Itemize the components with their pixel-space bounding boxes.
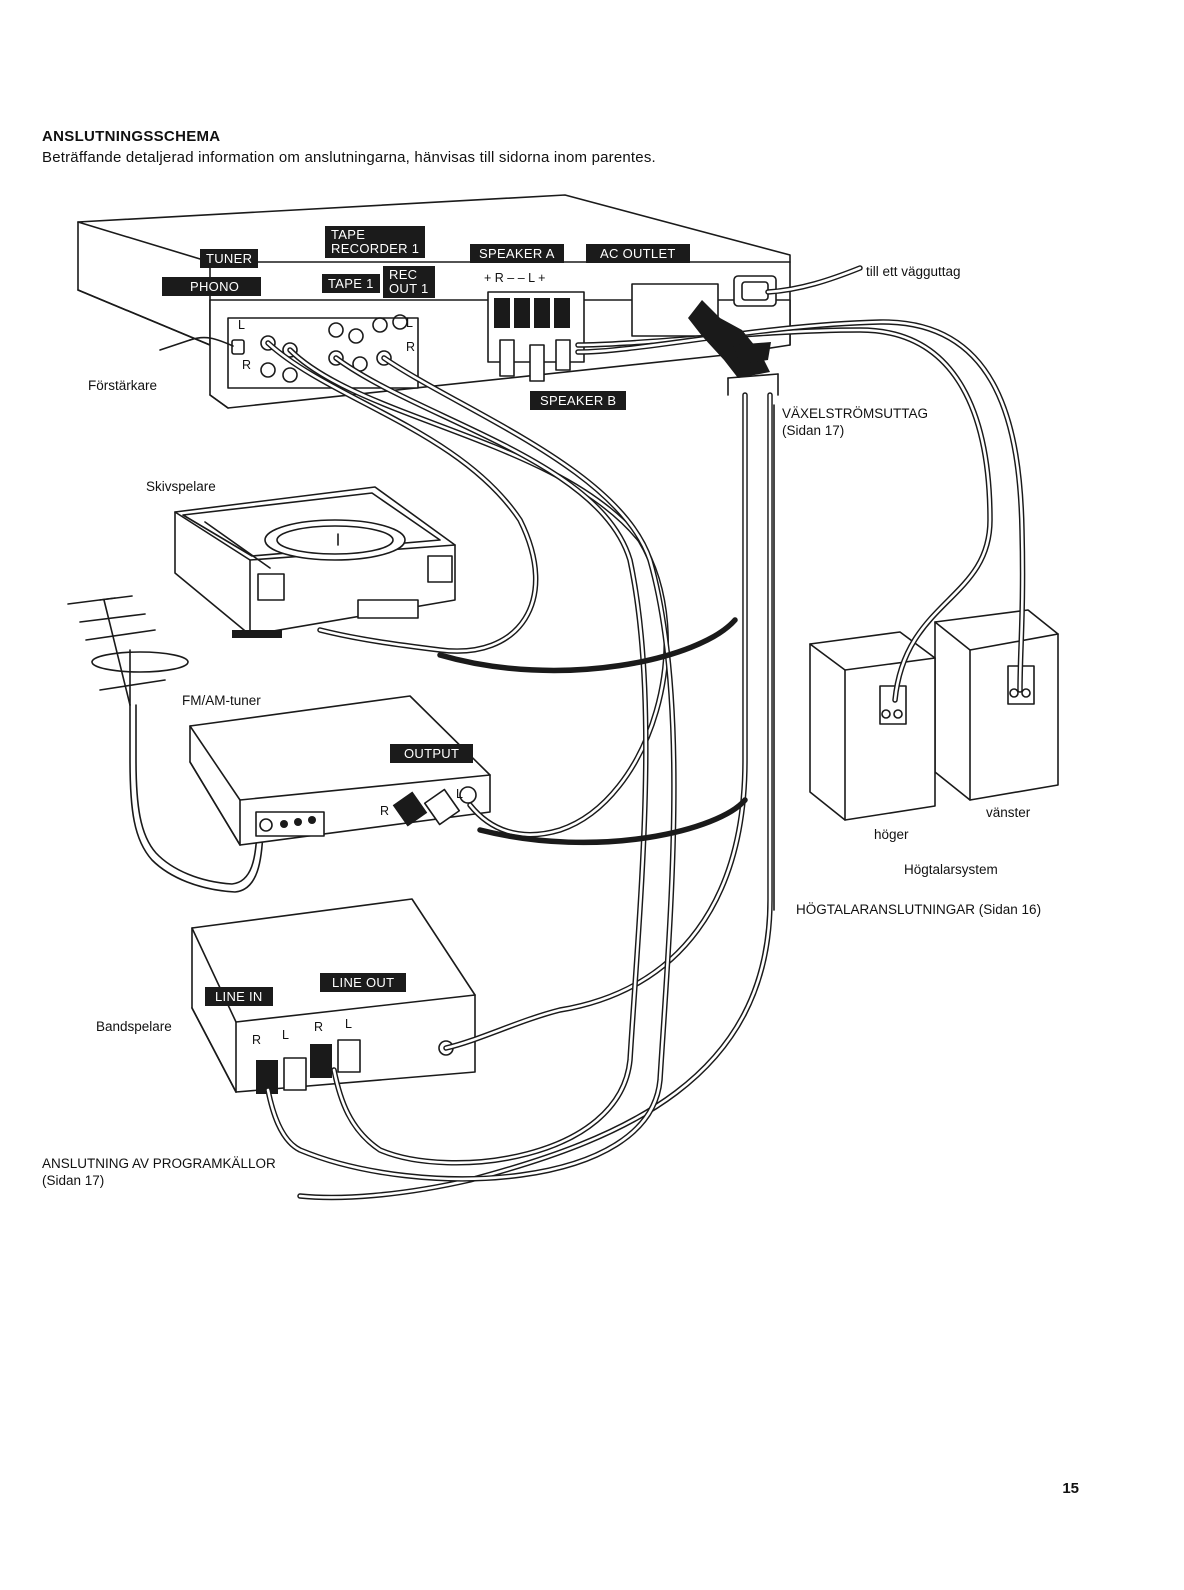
antenna-drawing [67, 595, 264, 893]
tag-speaker-a: SPEAKER A [470, 244, 564, 263]
tag-tuner: TUNER [200, 249, 259, 268]
tag-line-in: LINE IN [205, 987, 273, 1006]
amplifier-drawing [77, 194, 791, 409]
phono-r-label: R [242, 358, 252, 372]
speaker-left-label: vänster [986, 805, 1031, 820]
tag-tape-recorder-1: TAPE RECORDER 1 [325, 226, 426, 258]
program-sources-note-title: ANSLUTNING AV PROGRAMKÄLLOR [42, 1156, 276, 1171]
ac-outlet-note-title: VÄXELSTRÖMSUTTAG [782, 406, 929, 421]
cables [265, 265, 1026, 1201]
tape-deck-drawing [191, 898, 476, 1094]
line-in-r-label: R [252, 1033, 262, 1047]
output-l-label: L [456, 787, 463, 801]
turntable-label: Skivspelare [146, 479, 216, 494]
speaker-system-label: Högtalarsystem [904, 862, 998, 877]
speaker-connections-note: HÖGTALARANSLUTNINGAR (Sidan 16) [796, 902, 1042, 917]
tuner-label: FM/AM-tuner [182, 693, 261, 708]
amplifier-label: Förstärkare [88, 378, 158, 393]
tag-tape-1: TAPE 1 [322, 274, 380, 293]
pointer-arrows [159, 300, 779, 911]
speaker-polarity-label: + R – – L + [484, 271, 546, 285]
ac-outlet-note-page: (Sidan 17) [782, 423, 845, 438]
tag-line-out: LINE OUT [320, 973, 407, 992]
output-r-label: R [380, 804, 390, 818]
wall-outlet-note: till ett vägguttag [866, 264, 961, 279]
tuner-drawing [189, 695, 491, 846]
line-out-l-label: L [345, 1017, 352, 1031]
speaker-right-label: höger [874, 827, 909, 842]
intro-text: Beträffande detaljerad information om an… [42, 149, 656, 166]
page-heading: ANSLUTNINGSSCHEMA [42, 128, 221, 145]
tag-ac-outlet: AC OUTLET [586, 244, 690, 263]
turntable-drawing [174, 486, 456, 638]
line-in-l-label: L [282, 1028, 289, 1042]
program-sources-note-page: (Sidan 17) [42, 1173, 105, 1188]
line-out-r-label: R [314, 1020, 324, 1034]
rec-r-label: R [406, 340, 416, 354]
phono-l-label: L [238, 318, 245, 332]
tag-phono: PHONO [162, 277, 262, 296]
tag-output: OUTPUT [390, 744, 474, 763]
tag-speaker-b: SPEAKER B [530, 391, 627, 410]
rec-l-label: L [406, 316, 413, 330]
tag-rec-out-1: REC OUT 1 [383, 266, 435, 298]
tape-deck-label: Bandspelare [96, 1019, 172, 1034]
page-number: 15 [1062, 1480, 1079, 1497]
